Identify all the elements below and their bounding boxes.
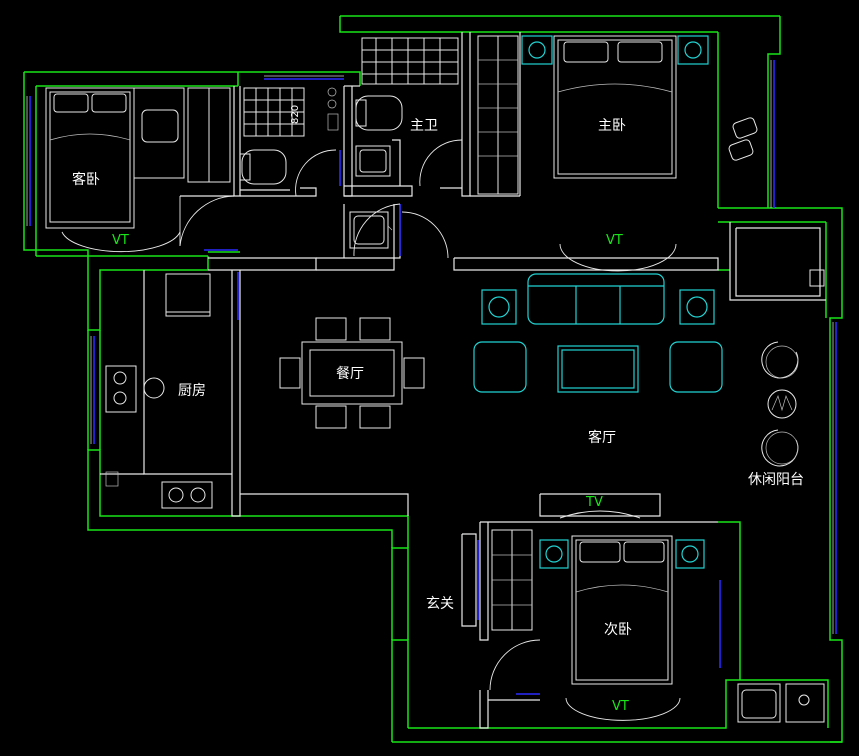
inner-walls [100, 32, 826, 729]
dimension-label-bath: 820 [290, 105, 301, 124]
second-bed [539, 535, 705, 721]
guest-shower [239, 87, 305, 185]
room-label-entrance: 玄关 [426, 595, 454, 612]
room-label-guest-bedroom: 客卧 [72, 171, 100, 188]
living-sofa-set [473, 273, 723, 393]
corridor-sink [349, 211, 393, 249]
guest-desk [133, 87, 185, 179]
second-wardrobe [491, 529, 533, 631]
kitchen-fixtures [105, 273, 213, 509]
master-bath-fixtures [327, 37, 459, 177]
room-label-master-bath: 主卫 [410, 118, 438, 134]
master-wardrobe [477, 35, 519, 195]
guest-wardrobe [187, 87, 231, 183]
room-label-kitchen: 厨房 [178, 383, 206, 399]
room-label-living: 客厅 [588, 429, 616, 446]
doors [179, 139, 541, 691]
tv-cabinet [559, 510, 641, 519]
guest-bed [45, 87, 181, 253]
vt-label-guest: VT [112, 233, 129, 248]
tv-label: TV [585, 495, 603, 510]
room-label-second-bedroom: 次卧 [604, 622, 632, 638]
balcony-utility [737, 269, 825, 723]
vt-label-second: VT [612, 699, 629, 714]
master-bed [521, 35, 709, 272]
vt-label-master: VT [606, 233, 623, 248]
balcony-chairs [728, 117, 758, 161]
outer-walls [23, 15, 843, 743]
dining-set [279, 317, 425, 429]
windows [26, 60, 837, 695]
room-label-leisure-balcony: 休闲阳台 [748, 472, 804, 488]
room-label-dining: 餐厅 [336, 366, 364, 382]
balcony-decor [761, 341, 799, 467]
room-label-master-bedroom: 主卧 [598, 118, 626, 134]
